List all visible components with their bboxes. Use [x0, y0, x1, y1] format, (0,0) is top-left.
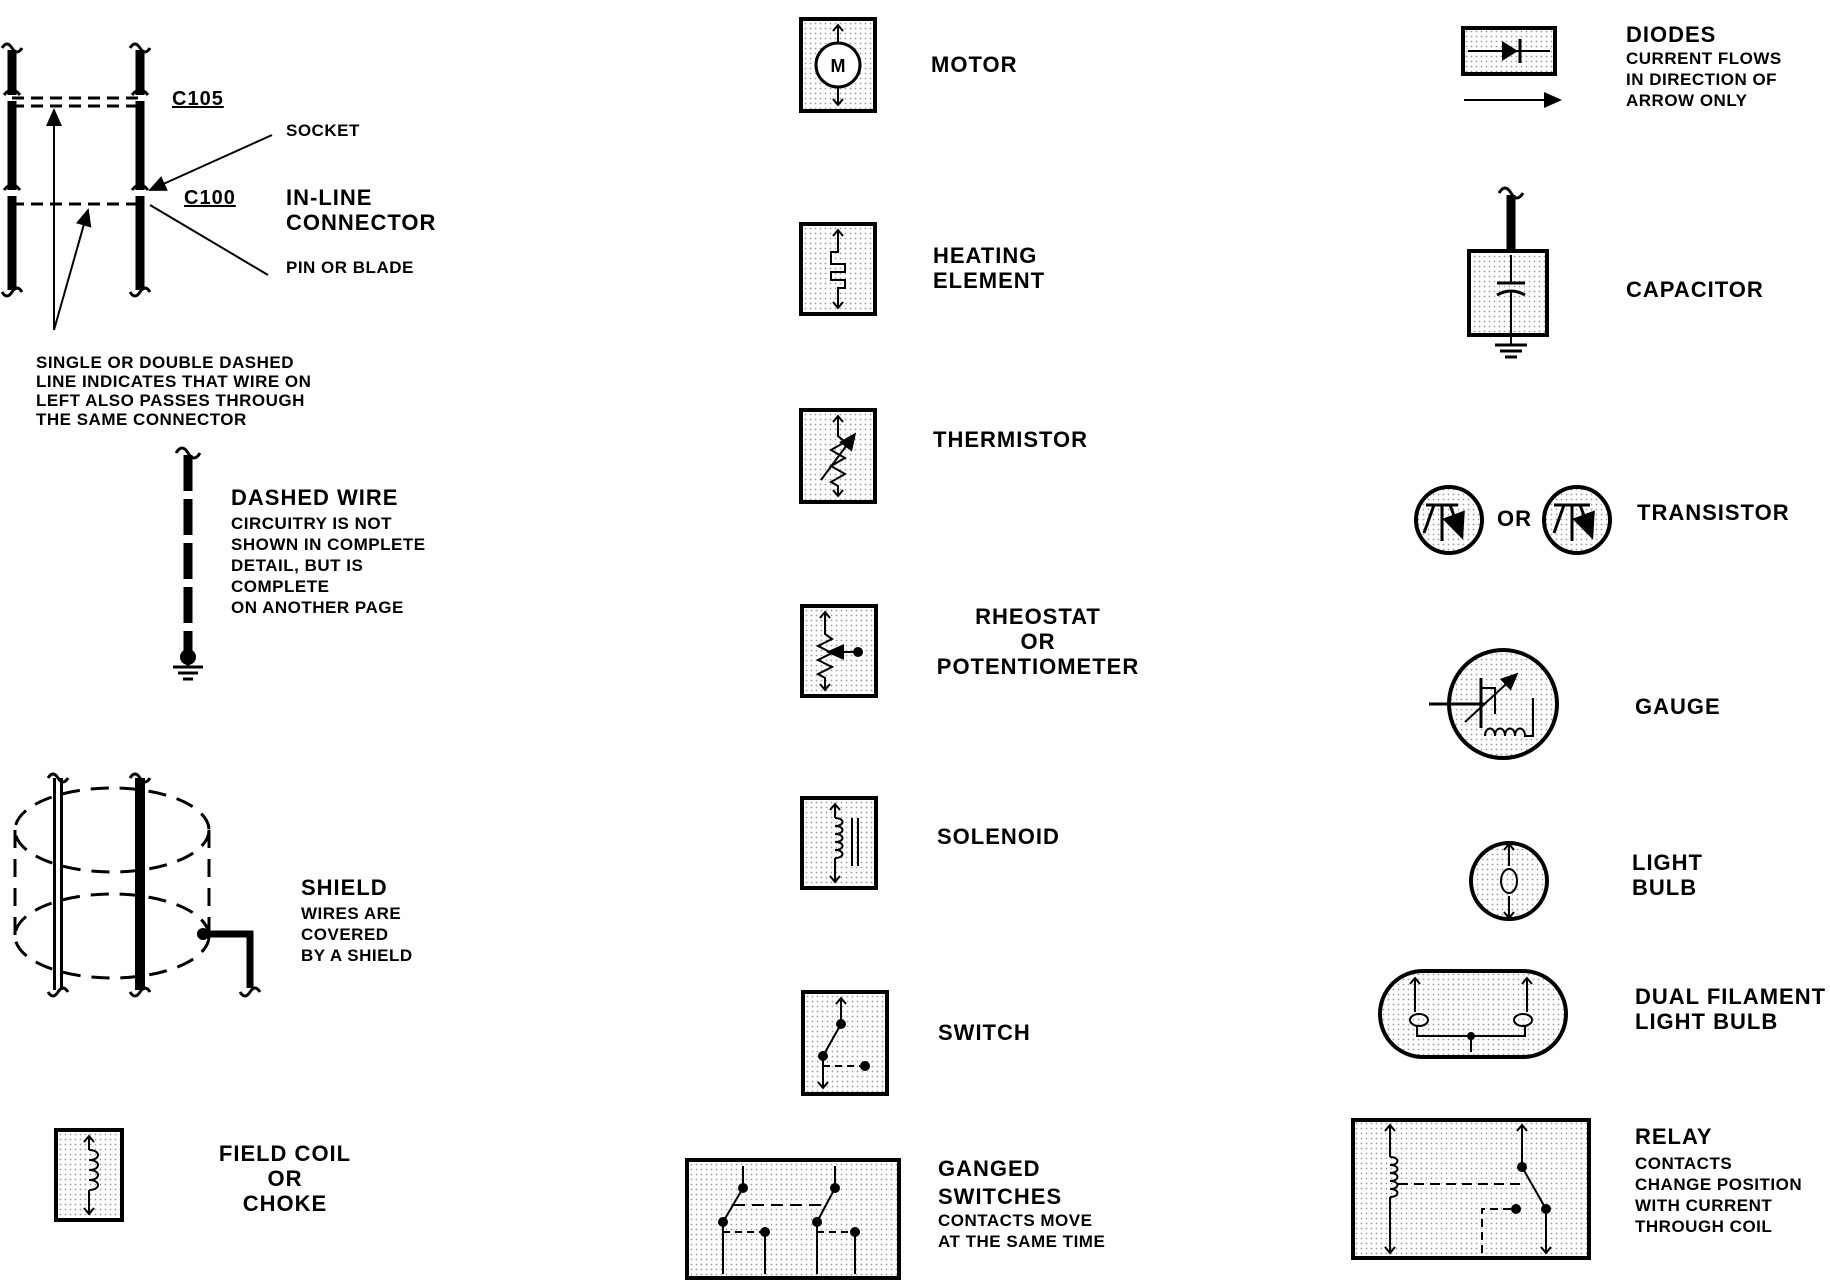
transistor-or-label: OR	[1497, 506, 1532, 531]
transistor-label: TRANSISTOR	[1637, 500, 1790, 525]
capacitor-label: CAPACITOR	[1626, 277, 1764, 302]
diodes-label: DIODES	[1626, 22, 1717, 47]
switch-label: SWITCH	[938, 1020, 1031, 1045]
solenoid-label: SOLENOID	[937, 824, 1060, 849]
socket-label: SOCKET	[286, 121, 360, 140]
ganged-switches-desc: CONTACTS MOVE AT THE SAME TIME	[938, 1211, 1106, 1251]
shield-symbol	[13, 772, 262, 998]
thermistor-symbol	[799, 408, 877, 504]
ganged-switches-symbol	[685, 1158, 901, 1280]
light-bulb-symbol	[1469, 841, 1549, 921]
dashed-wire-desc: CIRCUITRY IS NOT SHOWN IN COMPLETE DETAI…	[231, 514, 426, 617]
shield-label: SHIELD	[301, 875, 388, 900]
thermistor-label: THERMISTOR	[933, 427, 1089, 452]
solenoid-symbol	[800, 796, 878, 890]
gauge-symbol	[1429, 648, 1559, 760]
motor-letter: M	[831, 56, 846, 76]
field-coil-symbol	[54, 1128, 124, 1222]
connector-ref-c100: C100	[184, 187, 236, 209]
dashed-wire-symbol	[173, 446, 203, 681]
field-coil-label: FIELD COIL OR CHOKE	[218, 1141, 352, 1216]
pin-blade-label: PIN OR BLADE	[286, 258, 414, 277]
dual-filament-bulb-symbol	[1378, 969, 1568, 1059]
dual-filament-bulb-label: DUAL FILAMENT LIGHT BULB	[1635, 984, 1827, 1034]
switch-symbol	[801, 990, 889, 1096]
light-bulb-label: LIGHT BULB	[1632, 850, 1703, 900]
connector-note: SINGLE OR DOUBLE DASHED LINE INDICATES T…	[36, 353, 312, 429]
transistor-symbol-b	[1542, 485, 1612, 555]
rheostat-label: RHEOSTAT OR POTENTIOMETER	[936, 604, 1140, 679]
shield-desc: WIRES ARE COVERED BY A SHIELD	[301, 904, 413, 965]
motor-label: MOTOR	[931, 52, 1018, 77]
heating-element-symbol	[799, 222, 877, 316]
connector-ref-c105: C105	[172, 88, 224, 110]
dashed-wire-label: DASHED WIRE	[231, 485, 399, 510]
rheostat-symbol	[800, 604, 878, 698]
transistor-symbol-a	[1414, 485, 1484, 555]
diodes-desc: CURRENT FLOWS IN DIRECTION OF ARROW ONLY	[1626, 49, 1782, 110]
relay-label: RELAY	[1635, 1124, 1713, 1149]
diode-symbol	[1461, 26, 1562, 108]
relay-desc: CONTACTS CHANGE POSITION WITH CURRENT TH…	[1635, 1154, 1803, 1236]
heating-element-label: HEATING ELEMENT	[933, 243, 1046, 293]
gauge-label: GAUGE	[1635, 694, 1721, 719]
inline-connector-symbol	[0, 42, 273, 331]
ganged-switches-label: GANGED SWITCHES	[938, 1156, 1063, 1209]
motor-symbol: M	[799, 17, 877, 113]
inline-connector-label: IN-LINE CONNECTOR	[286, 185, 437, 235]
capacitor-symbol	[1467, 186, 1549, 359]
relay-symbol	[1351, 1118, 1591, 1260]
